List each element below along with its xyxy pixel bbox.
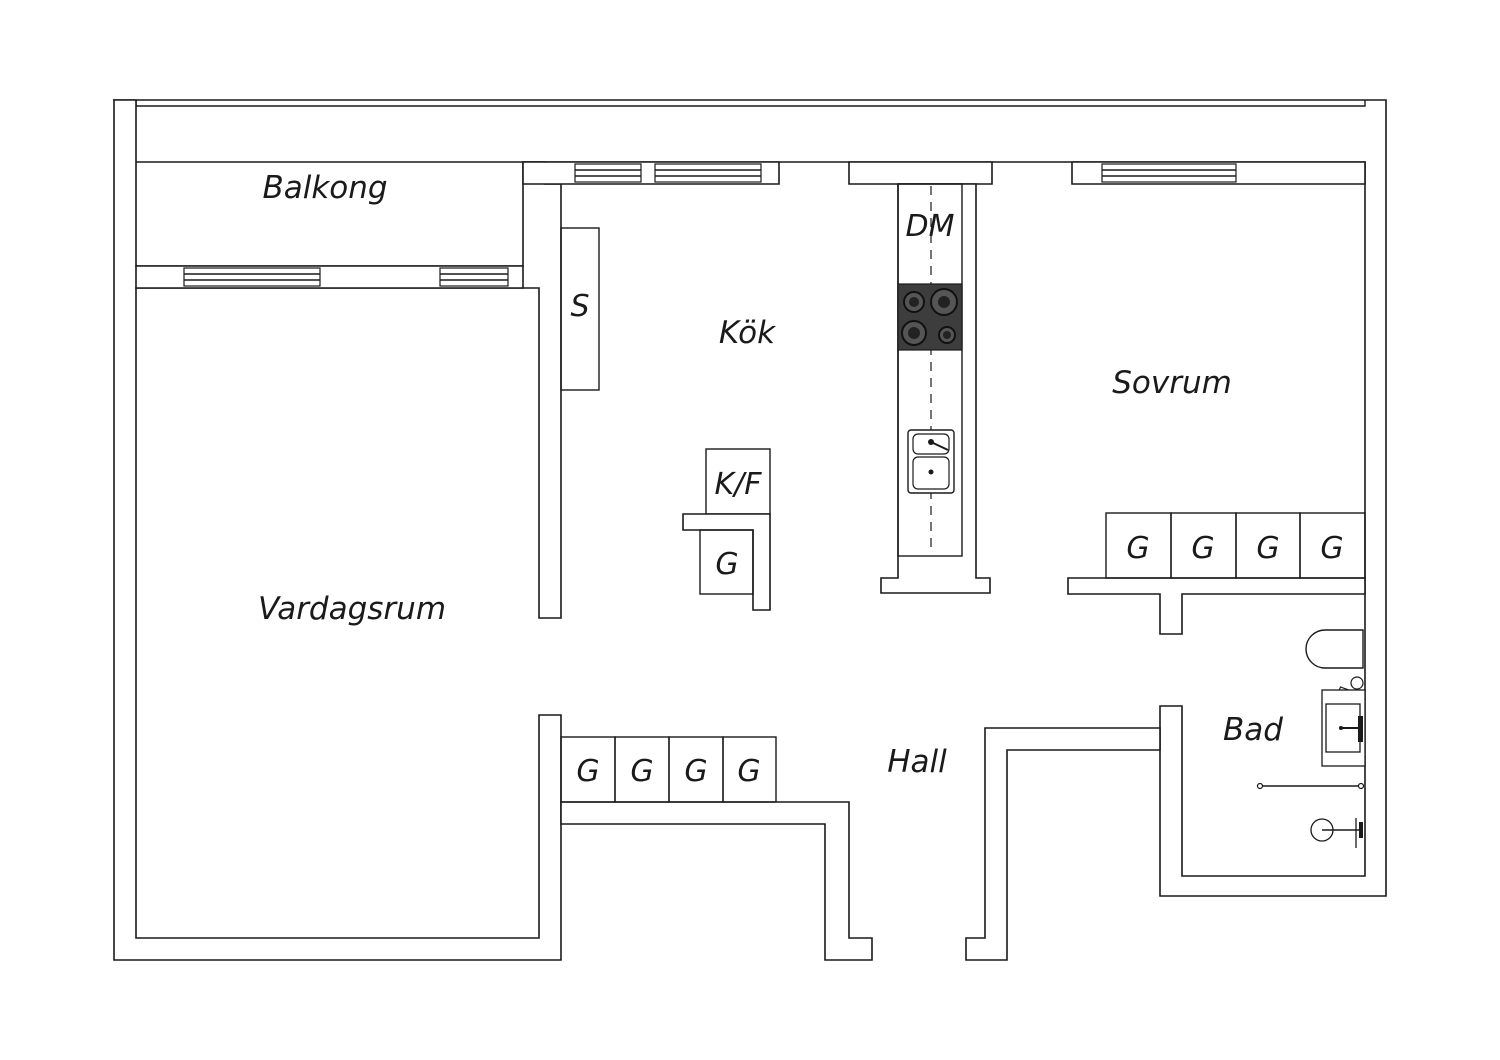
wardrobe-label: G [1191, 531, 1214, 566]
bathroom-fixtures [1256, 629, 1366, 848]
wardrobe-label: G [737, 754, 760, 789]
fridge-freezer-label: K/F [714, 467, 762, 502]
windows [183, 163, 1237, 287]
kitchen-sink-icon [907, 429, 955, 494]
wardrobe-label: G [715, 547, 738, 582]
room-label-bad: Bad [1223, 712, 1283, 748]
wardrobes-bedroom [1105, 512, 1366, 579]
storage-label: S [570, 289, 589, 324]
wardrobe-label: G [1256, 531, 1279, 566]
kitchen-fixtures [560, 183, 963, 611]
room-label-kok: Kök [719, 315, 776, 351]
room-label-sovrum: Sovrum [1112, 365, 1232, 401]
wardrobe-label: G [576, 754, 599, 789]
shower-icon [1310, 818, 1363, 848]
stove-icon [897, 283, 963, 351]
wardrobe-label: G [630, 754, 653, 789]
storage-cabinet [560, 227, 600, 391]
wardrobe-label: G [1320, 531, 1343, 566]
toilet-icon [1305, 629, 1364, 669]
room-label-hall: Hall [887, 744, 947, 780]
wardrobes-hall [560, 736, 777, 803]
dishwasher-label: DM [906, 209, 955, 244]
room-label-vardagsrum: Vardagsrum [258, 591, 446, 627]
wardrobe-kitchen [699, 529, 754, 595]
washbasin-icon [1321, 689, 1366, 767]
wardrobe-label: G [1126, 531, 1149, 566]
room-label-balkong: Balkong [262, 170, 387, 206]
wardrobe-label: G [684, 754, 707, 789]
